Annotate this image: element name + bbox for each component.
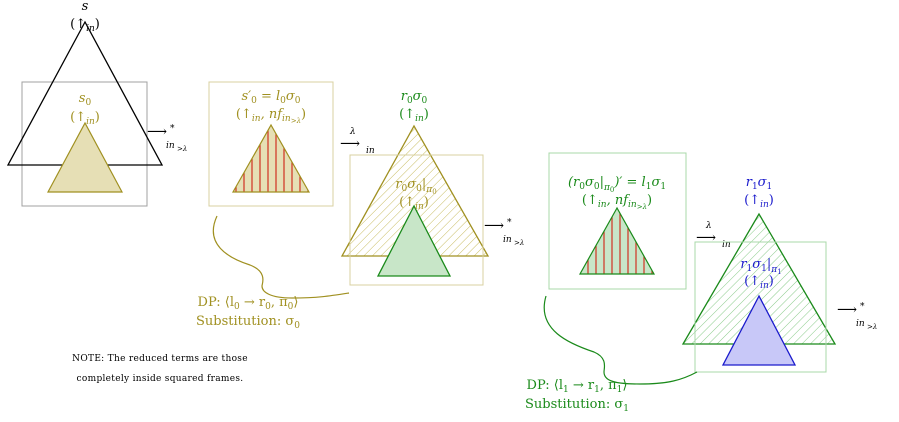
dp1-label: DP: ⟨l1 → r1, π1⟩ Substitution: σ1 bbox=[525, 378, 629, 414]
dp1-line1: DP: ⟨l1 → r1, π1⟩ bbox=[527, 378, 628, 395]
frame-s0 bbox=[21, 81, 148, 207]
svg-text:*: * bbox=[170, 124, 175, 134]
note-line1: NOTE: The reduced terms are those bbox=[72, 354, 248, 364]
svg-text:*: * bbox=[507, 218, 512, 228]
svg-text:λ: λ bbox=[705, 221, 712, 231]
svg-text:in: in bbox=[166, 141, 175, 151]
triangle-r0sigma0-pi0 bbox=[376, 204, 452, 277]
svg-text:⟶: ⟶ bbox=[484, 218, 504, 234]
brace-dp1 bbox=[543, 295, 698, 385]
label-s-annotation: (↑in) bbox=[70, 17, 100, 34]
dp1-line2: Substitution: σ1 bbox=[525, 397, 629, 414]
svg-text:>λ: >λ bbox=[514, 239, 524, 247]
frame-r1sigma1-pi1 bbox=[694, 241, 827, 373]
label-r1sigma1-annotation: (↑in) bbox=[744, 193, 774, 210]
svg-text:in: in bbox=[856, 319, 865, 329]
note: NOTE: The reduced terms are those comple… bbox=[72, 354, 248, 384]
label-s0-annotation: (↑in) bbox=[70, 110, 100, 127]
term-r1sigma1-group: r1σ1 (↑in) r1σ1|π1 (↑in) bbox=[681, 175, 837, 373]
label-r0sigma0-annotation: (↑in) bbox=[399, 107, 429, 124]
svg-text:in: in bbox=[366, 146, 375, 156]
label-s0prime-annotation: (↑in, nfin>λ) bbox=[236, 107, 306, 125]
label-r0sigma0-pi0: r0σ0|π0 bbox=[395, 177, 436, 196]
label-s: s bbox=[82, 0, 89, 14]
term-s-group: s (↑in) s0 (↑in) bbox=[6, 0, 164, 207]
note-line2: completely inside squared frames. bbox=[77, 374, 244, 384]
term-s0prime-group: s′0 = l0σ0 (↑in, nfin>λ) bbox=[208, 81, 334, 207]
label-s0: s0 bbox=[79, 91, 92, 108]
label-r1sigma1-pi1: r1σ1|π1 bbox=[740, 257, 781, 276]
svg-text:in: in bbox=[722, 240, 731, 250]
term-r0sigma0-group: r0σ0 (↑in) r0σ0|π0 (↑in) bbox=[340, 89, 490, 286]
dp0-label: DP: ⟨l0 → r0, π0⟩ Substitution: σ0 bbox=[196, 295, 300, 331]
brace-dp0 bbox=[212, 215, 350, 299]
term-r0prime-group: (r0σ0|π0)′ = l1σ1 (↑in, nfin>λ) bbox=[548, 152, 687, 290]
step4-arrow: λ ⟶ in bbox=[696, 221, 731, 250]
label-r0prime: (r0σ0|π0)′ = l1σ1 bbox=[568, 175, 666, 194]
svg-text:*: * bbox=[860, 302, 865, 312]
label-r0sigma0: r0σ0 bbox=[401, 89, 428, 106]
step3-arrow: ⟶ * in >λ bbox=[484, 218, 524, 247]
dp0-line2: Substitution: σ0 bbox=[196, 314, 300, 331]
step5-arrow: ⟶ * in >λ bbox=[837, 302, 877, 331]
label-s0prime: s′0 = l0σ0 bbox=[241, 89, 300, 106]
step2-arrow: λ ⟶ in bbox=[340, 127, 375, 156]
dp0-line1: DP: ⟨l0 → r0, π0⟩ bbox=[198, 295, 299, 312]
triangle-r1sigma1-pi1 bbox=[721, 294, 797, 366]
step1-arrow: ⟶ * in >λ bbox=[147, 124, 187, 153]
label-r1sigma1-pi1-annotation: (↑in) bbox=[744, 274, 774, 291]
label-r1sigma1: r1σ1 bbox=[746, 175, 773, 192]
svg-text:⟶: ⟶ bbox=[147, 124, 167, 140]
triangle-l0sigma0-stripes bbox=[231, 123, 311, 193]
svg-text:λ: λ bbox=[349, 127, 356, 137]
label-r0prime-annotation: (↑in, nfin>λ) bbox=[582, 193, 652, 211]
label-r0sigma0-pi0-annotation: (↑in) bbox=[399, 195, 429, 212]
triangle-l1sigma1-stripes bbox=[578, 206, 656, 275]
svg-text:>λ: >λ bbox=[867, 323, 877, 331]
svg-text:⟶: ⟶ bbox=[340, 136, 360, 152]
svg-text:⟶: ⟶ bbox=[837, 302, 857, 318]
svg-text:>λ: >λ bbox=[177, 145, 187, 153]
svg-text:in: in bbox=[503, 235, 512, 245]
frame-r0sigma0-pi0 bbox=[349, 154, 484, 286]
svg-text:⟶: ⟶ bbox=[696, 230, 716, 246]
triangle-s0 bbox=[46, 121, 124, 193]
frame-s0prime bbox=[208, 81, 334, 207]
frame-r0prime bbox=[548, 152, 687, 290]
